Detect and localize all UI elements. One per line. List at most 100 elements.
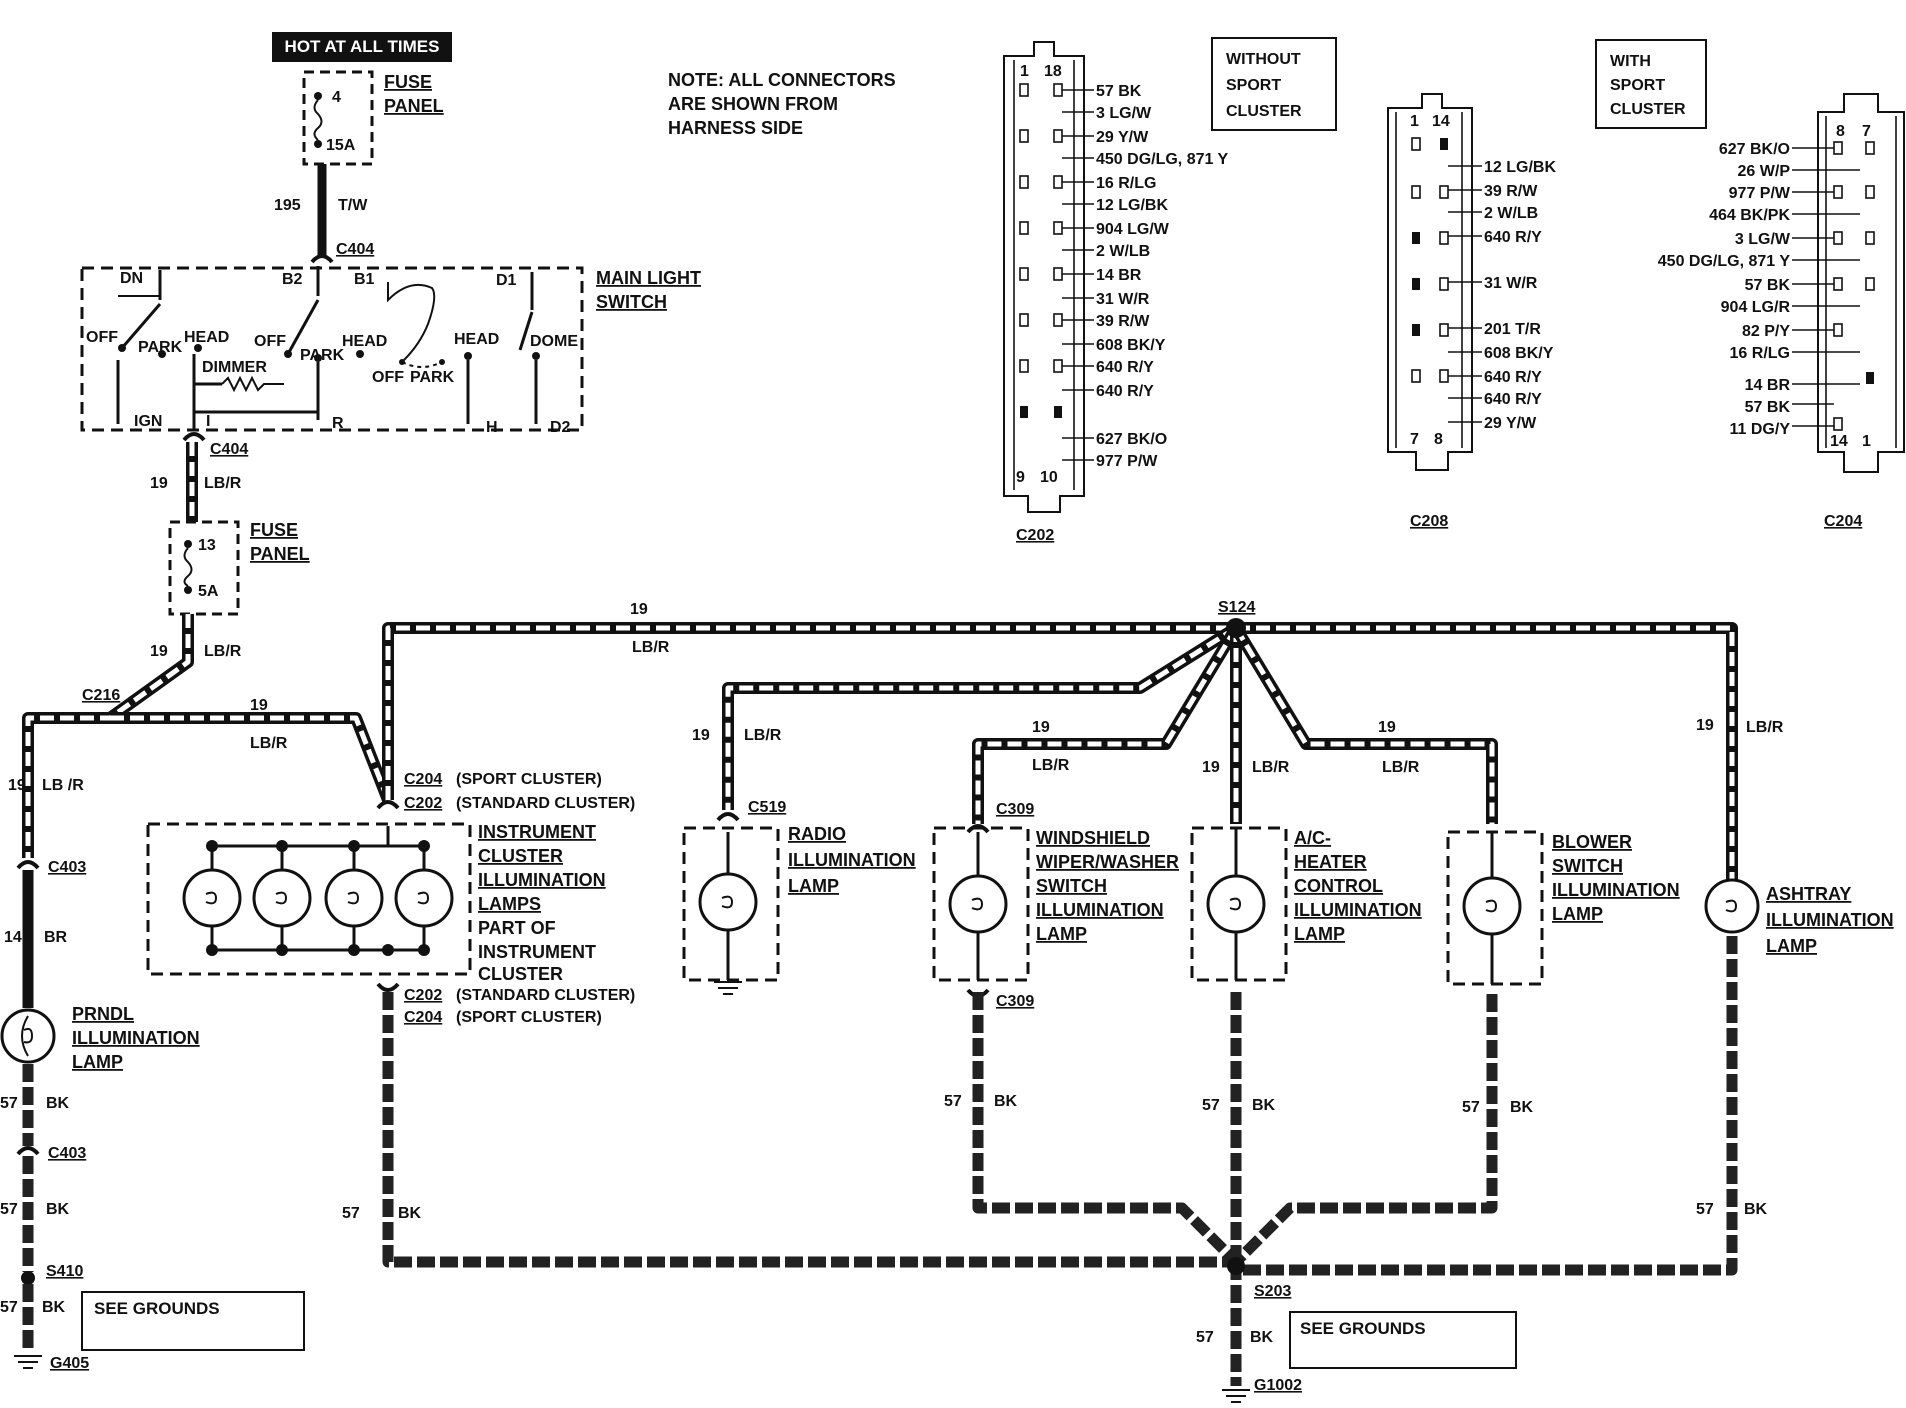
svg-text:BK: BK: [1510, 1099, 1534, 1116]
svg-text:8: 8: [1434, 431, 1443, 448]
c404-top-label: C404: [336, 241, 374, 258]
svg-text:57: 57: [1196, 1329, 1214, 1346]
svg-text:SEE GROUNDS: SEE GROUNDS: [1300, 1319, 1426, 1338]
instrument-cluster-lamps: [146, 822, 472, 976]
svg-text:ILLUMINATION: ILLUMINATION: [1294, 900, 1422, 920]
svg-text:627 BK/O: 627 BK/O: [1096, 431, 1167, 448]
svg-text:FUSE: FUSE: [384, 72, 432, 92]
svg-text:19: 19: [1696, 717, 1714, 734]
svg-text:LB/R: LB/R: [744, 727, 782, 744]
svg-text:C309: C309: [996, 801, 1034, 818]
svg-text:HEAD: HEAD: [454, 331, 499, 348]
svg-text:640 R/Y: 640 R/Y: [1096, 359, 1154, 376]
svg-text:39 R/W: 39 R/W: [1484, 183, 1538, 200]
svg-text:SPORT: SPORT: [1610, 77, 1665, 94]
svg-text:14 BR: 14 BR: [1745, 377, 1791, 394]
svg-text:16 R/LG: 16 R/LG: [1096, 175, 1156, 192]
svg-text:14: 14: [1830, 433, 1848, 450]
svg-text:PART OF: PART OF: [478, 918, 556, 938]
svg-text:ILLUMINATION: ILLUMINATION: [72, 1028, 200, 1048]
svg-text:WIPER/WASHER: WIPER/WASHER: [1036, 852, 1179, 872]
svg-text:BLOWER: BLOWER: [1552, 832, 1632, 852]
svg-text:3 LG/W: 3 LG/W: [1096, 105, 1152, 122]
svg-text:C216: C216: [82, 687, 120, 704]
svg-text:ILLUMINATION: ILLUMINATION: [478, 870, 606, 890]
svg-text:BK: BK: [1744, 1201, 1768, 1218]
svg-text:BK: BK: [46, 1095, 70, 1112]
svg-text:T/W: T/W: [338, 197, 368, 214]
svg-text:INSTRUMENT: INSTRUMENT: [478, 822, 596, 842]
see-grounds-box-right: [1289, 1311, 1517, 1369]
svg-text:LB/R: LB/R: [250, 735, 288, 752]
svg-text:OFF: OFF: [86, 329, 118, 346]
svg-text:LB/R: LB/R: [1746, 719, 1784, 736]
svg-text:BK: BK: [994, 1093, 1018, 1110]
svg-text:PRNDL: PRNDL: [72, 1004, 134, 1024]
svg-text:11 DG/Y: 11 DG/Y: [1730, 421, 1791, 438]
svg-text:C202: C202: [1016, 527, 1054, 544]
svg-text:BK: BK: [1250, 1329, 1274, 1346]
svg-text:S124: S124: [1218, 599, 1255, 616]
svg-text:450 DG/LG, 871 Y: 450 DG/LG, 871 Y: [1096, 151, 1229, 168]
svg-text:82 P/Y: 82 P/Y: [1742, 323, 1790, 340]
svg-text:CLUSTER: CLUSTER: [478, 846, 563, 866]
svg-text:2 W/LB: 2 W/LB: [1096, 243, 1150, 260]
svg-text:LAMP: LAMP: [1552, 904, 1603, 924]
svg-text:8: 8: [1836, 123, 1845, 140]
svg-text:BR: BR: [44, 929, 68, 946]
svg-text:FUSE: FUSE: [250, 520, 298, 540]
svg-text:31 W/R: 31 W/R: [1096, 291, 1150, 308]
svg-text:57: 57: [944, 1093, 962, 1110]
svg-text:13: 13: [198, 537, 216, 554]
svg-text:57: 57: [0, 1299, 18, 1316]
svg-text:BK: BK: [1252, 1097, 1276, 1114]
svg-text:C204: C204: [404, 1009, 442, 1026]
svg-text:LAMP: LAMP: [1294, 924, 1345, 944]
svg-text:LB/R: LB/R: [632, 639, 670, 656]
svg-text:1: 1: [1862, 433, 1871, 450]
svg-text:19: 19: [1378, 719, 1396, 736]
svg-text:HARNESS SIDE: HARNESS SIDE: [668, 118, 803, 138]
fuse-panel-top: 4 15A FUSE PANEL: [302, 70, 444, 166]
svg-text:WITHOUT: WITHOUT: [1226, 51, 1301, 68]
svg-text:(STANDARD CLUSTER): (STANDARD CLUSTER): [456, 795, 635, 812]
svg-text:LAMP: LAMP: [788, 876, 839, 896]
svg-text:PANEL: PANEL: [384, 96, 444, 116]
blower-switch-illumination-lamp: [1446, 830, 1544, 986]
svg-text:LB/R: LB/R: [204, 475, 242, 492]
svg-text:14: 14: [1432, 113, 1450, 130]
svg-text:C204: C204: [404, 771, 442, 788]
prndl-illumination-lamp: [0, 1008, 56, 1064]
svg-text:PARK: PARK: [138, 339, 183, 356]
svg-text:C208: C208: [1410, 513, 1448, 530]
svg-text:904 LG/R: 904 LG/R: [1721, 299, 1791, 316]
svg-text:ILLUMINATION: ILLUMINATION: [1552, 880, 1680, 900]
svg-text:C403: C403: [48, 1145, 86, 1162]
svg-text:WITH: WITH: [1610, 53, 1651, 70]
svg-text:C309: C309: [996, 993, 1034, 1010]
svg-text:C403: C403: [48, 859, 86, 876]
svg-text:57: 57: [1462, 1099, 1480, 1116]
svg-text:DIMMER: DIMMER: [202, 359, 267, 376]
fuse-panel-middle: 13 5A FUSE PANEL: [168, 520, 310, 616]
svg-text:195: 195: [274, 197, 301, 214]
svg-text:BK: BK: [46, 1201, 70, 1218]
svg-text:OFF: OFF: [254, 333, 286, 350]
svg-text:ASHTRAY: ASHTRAY: [1766, 884, 1851, 904]
svg-text:57 BK: 57 BK: [1745, 277, 1791, 294]
svg-text:CLUSTER: CLUSTER: [1226, 103, 1302, 120]
svg-text:PARK: PARK: [300, 347, 345, 364]
svg-text:RADIO: RADIO: [788, 824, 846, 844]
svg-text:57 BK: 57 BK: [1096, 83, 1142, 100]
svg-text:640 R/Y: 640 R/Y: [1484, 229, 1542, 246]
svg-text:31 W/R: 31 W/R: [1484, 275, 1538, 292]
svg-text:HEATER: HEATER: [1294, 852, 1367, 872]
svg-text:3 LG/W: 3 LG/W: [1735, 231, 1791, 248]
svg-text:B2: B2: [282, 271, 303, 288]
svg-text:IGN: IGN: [134, 413, 162, 430]
c404-bottom-label: C404: [210, 441, 248, 458]
svg-text:977 P/W: 977 P/W: [1096, 453, 1158, 470]
ac-heater-control-illumination-lamp: [1190, 826, 1288, 982]
svg-text:DOME: DOME: [530, 333, 578, 350]
